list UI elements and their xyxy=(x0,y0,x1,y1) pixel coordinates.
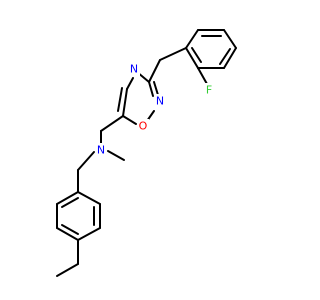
atom-label-o-ring: O xyxy=(139,120,148,133)
bond xyxy=(223,47,237,69)
molecule-structure: N N O F N xyxy=(56,29,237,277)
bond xyxy=(56,191,79,205)
bond xyxy=(100,115,124,132)
bond xyxy=(148,59,161,83)
bond-layer xyxy=(56,29,237,277)
atom-label-n-ring-upper: N xyxy=(130,63,138,76)
bond xyxy=(159,47,187,61)
bond xyxy=(185,29,199,49)
bond xyxy=(77,191,101,205)
atom-label-n-amine: N xyxy=(97,144,105,157)
bond xyxy=(61,224,79,235)
bond xyxy=(61,197,79,208)
atom-label-fluorine: F xyxy=(206,84,212,97)
bond xyxy=(153,81,159,96)
bond xyxy=(191,47,202,63)
bond xyxy=(223,29,237,49)
bond xyxy=(56,227,79,241)
structure-canvas: N N O F N xyxy=(56,29,237,277)
bond xyxy=(185,47,199,69)
atom-label-layer: N N O F N xyxy=(95,62,215,157)
bond xyxy=(77,227,101,241)
bond xyxy=(148,81,154,97)
bond xyxy=(107,150,125,161)
bond xyxy=(117,87,123,112)
bond xyxy=(56,263,79,277)
bond xyxy=(122,88,128,117)
bond xyxy=(197,67,208,85)
bond xyxy=(219,48,231,65)
bond xyxy=(122,115,137,125)
bond xyxy=(126,77,134,90)
atom-label-n-ring-right: N xyxy=(156,95,164,108)
bond xyxy=(77,151,95,171)
